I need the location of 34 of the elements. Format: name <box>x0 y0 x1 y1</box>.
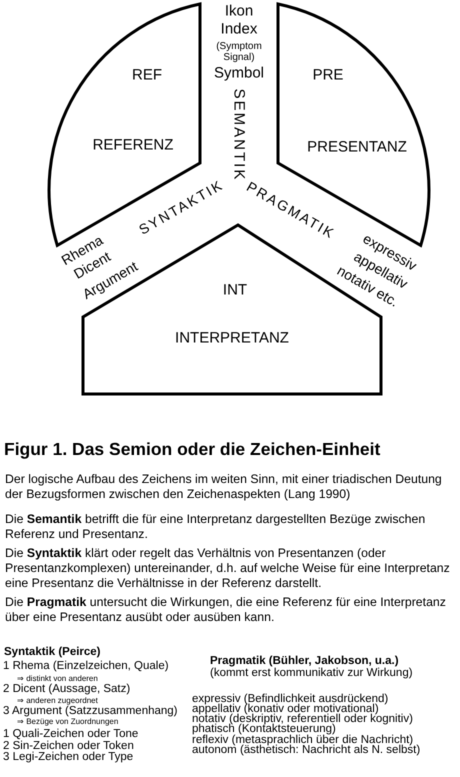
list-item: 3 Legi-Zeichen oder Type <box>3 751 134 763</box>
list-item: phatisch (Kontaktsteuerung) <box>192 723 336 735</box>
list-item: reflexiv (metasprachlich über die Nachricht) <box>192 734 414 746</box>
node-title: REFERENZ <box>92 136 174 154</box>
abbreviation-label: PRE <box>312 66 344 84</box>
section-heading: Syntaktik (Peirce) <box>4 646 101 658</box>
list-item: notativ (deskriptiv, referentiell oder kognitiv) <box>192 713 413 725</box>
abbreviation-label: INT <box>222 282 248 298</box>
node-title: PRESENTANZ <box>307 138 407 156</box>
figure-caption: Figur 1. Das Semion oder die Zeichen-Einheit <box>4 439 380 460</box>
sign-type: Index <box>220 20 258 38</box>
list-item: 2 Dicent (Aussage, Satz) <box>3 683 130 695</box>
list-item: 1 Quali-Zeichen oder Tone <box>3 728 138 740</box>
sign-note: (Symptom Signal) <box>215 41 263 63</box>
list-note: ⇒ Bezüge von Zuordnungen <box>17 717 118 726</box>
section-subtitle: (kommt erst kommunikativ zur Wirkung) <box>210 667 413 679</box>
list-item: 3 Argument (Satzzusammenhang) <box>3 705 178 717</box>
section-heading: Pragmatik (Bühler, Jakobson, u.a.) <box>210 655 399 667</box>
sign-type: Symbol <box>214 64 264 82</box>
axis-label: SEMANTIK <box>230 88 248 182</box>
abbreviation-label: REF <box>132 66 162 84</box>
paragraph: Die Semantik betrifft die für eine Interpretanz dargestellten Bezüge zwischen Referenz und Presentanz. <box>5 512 426 542</box>
list-note: ⇒ distinkt von anderen <box>17 674 98 683</box>
list-note: ⇒ anderen zugeordnet <box>17 696 98 705</box>
list-item: 1 Rhema (Einzelzeichen, Quale) <box>3 660 169 672</box>
list-item: 2 Sin-Zeichen oder Token <box>3 740 134 752</box>
paragraph: Die Pragmatik untersucht die Wirkungen, die eine Referenz für eine Interpretanz über eine Presentanz ausübt oder ausüben kann. <box>5 595 447 625</box>
list-item: expressiv (Befindlichkeit ausdrückend) <box>192 693 388 705</box>
list-item: appellativ (konativ oder motivational) <box>192 703 379 715</box>
list-item: autonom (ästhetisch: Nachricht als N. selbst) <box>192 744 420 756</box>
sign-type: Ikon <box>224 2 254 20</box>
paragraph: Die Syntaktik klärt oder regelt das Verhältnis von Presentanzen (oder Presentanzkomplexen) untereinander, d.h. auf welche Weise für eine Interpretanz eine Presentanz die Verhältnisse in der Referenz darstellt. <box>5 546 451 591</box>
node-title: INTERPRETANZ <box>175 330 289 346</box>
paragraph: Der logische Aufbau des Zeichens im weiten Sinn, mit einer triadischen Deutung der Bezugsformen zwischen den Zeichenaspekten (Lang 1990) <box>5 472 443 502</box>
